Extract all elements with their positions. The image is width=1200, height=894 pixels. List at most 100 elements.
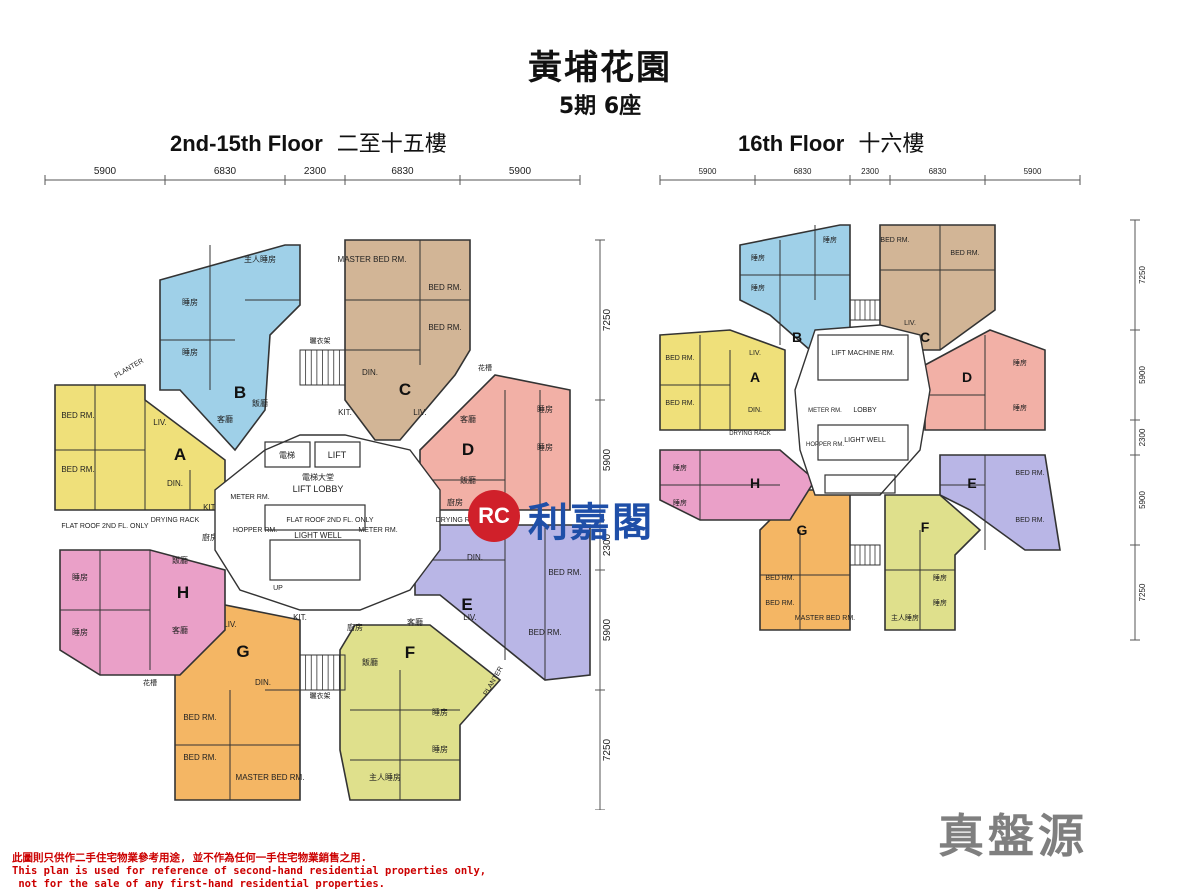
lift-label: LIFT: [328, 450, 347, 460]
dimension-label-right: 7250: [602, 738, 613, 761]
dimension-label-top: 6830: [929, 167, 947, 176]
right-plan-title: 16th Floor 十六樓: [738, 126, 924, 158]
dimension-label-top: 6830: [391, 166, 414, 177]
room-label: KIT.: [293, 613, 307, 622]
room-label: MASTER BED RM.: [338, 255, 407, 264]
room-label: 主人睡房: [244, 254, 276, 264]
right-plan-title-en: 16th Floor: [738, 131, 845, 156]
room-label: 睡房: [537, 442, 553, 452]
room-label: 飯廳: [362, 657, 378, 667]
unit-letter: C: [920, 329, 930, 345]
room-label: 睡房: [751, 253, 765, 262]
room-label: LIV.: [463, 613, 477, 622]
room-label: BED RM.: [665, 355, 694, 362]
room-label: LIV.: [749, 350, 761, 357]
dimension-label-right: 5900: [602, 448, 613, 471]
annotation-note: 花槽: [143, 678, 157, 687]
room-label: BED RM.: [183, 713, 216, 722]
dimension-label-right: 5900: [602, 618, 613, 641]
staircase: [849, 299, 881, 321]
block-subtitle: 5期 6座: [558, 94, 642, 119]
room-label: BED RM.: [950, 250, 979, 257]
light-well-label: LIGHT WELL: [294, 531, 342, 540]
room-label: MASTER BED RM.: [795, 615, 855, 622]
room-label: 睡房: [673, 498, 687, 507]
stair-outline: [299, 654, 346, 691]
room-label: BED RM.: [665, 400, 694, 407]
light-well-label: LIGHT WELL: [844, 437, 886, 444]
room-label: 睡房: [1013, 358, 1027, 367]
room-label: 廚房: [202, 532, 218, 542]
light-well-box: [264, 504, 366, 531]
staircase: [849, 544, 881, 566]
room-label: BED RM.: [61, 465, 94, 474]
dimension-label-top: 5900: [699, 167, 717, 176]
room-label: LIV.: [413, 408, 427, 417]
dimension-label-right: 2300: [602, 533, 613, 556]
unit-letter: F: [405, 643, 415, 662]
drying-rack-label: DRYING RACK: [729, 431, 771, 437]
room-label: DIN.: [467, 553, 483, 562]
dimension-label-top: 6830: [794, 167, 812, 176]
room-label: KIT.: [203, 503, 217, 512]
room-label: 睡房: [72, 627, 88, 637]
stair-core: [824, 474, 896, 494]
unit-letter: A: [174, 445, 186, 464]
unit-letter: G: [236, 642, 249, 661]
annotation-note: 曬衣架: [310, 336, 331, 345]
unit-letter: E: [461, 595, 472, 614]
unit-letter: H: [177, 583, 189, 602]
room-label: 客廳: [172, 625, 188, 635]
room-label: BED RM.: [765, 600, 794, 607]
logo-text: 利嘉閣: [528, 499, 654, 546]
room-label: BED RM.: [1015, 517, 1044, 524]
lift-lobby-label: LIFT LOBBY: [293, 484, 344, 494]
room-label: BED RM.: [1015, 470, 1044, 477]
room-label: 睡房: [72, 572, 88, 582]
room-label: DIN.: [255, 678, 271, 687]
dimension-label-top: 5900: [1024, 167, 1042, 176]
room-label: BED RM.: [880, 237, 909, 244]
unit-letter: B: [792, 329, 802, 345]
drying-rack-right-label: DRYING RACK: [436, 517, 485, 524]
hopper-room-label: HOPPER RM.: [806, 442, 844, 448]
staircase: [299, 349, 346, 386]
flat-roof-left-label: FLAT ROOF 2ND FL. ONLY: [61, 523, 148, 530]
lift-label-zh: 電梯: [279, 450, 295, 460]
lift-shaft: [264, 441, 311, 468]
right-plan-title-zh: 十六樓: [858, 132, 925, 157]
disclaimer-en-1: This plan is used for reference of secon…: [12, 865, 487, 877]
drying-rack-label: DRYING RACK: [151, 517, 200, 524]
logo-mark: RC: [468, 490, 520, 542]
meter-room-label-2: METER RM.: [358, 527, 397, 534]
disclaimer-zh: 此圖則只供作二手住宅物業參考用途, 並不作為任何一手住宅物業銷售之用.: [12, 852, 367, 864]
room-label: 睡房: [537, 404, 553, 414]
left-plan-title-en: 2nd-15th Floor: [170, 131, 323, 156]
room-label: LIV.: [904, 320, 916, 327]
room-label: BED RM.: [61, 411, 94, 420]
lobby-label: LOBBY: [853, 407, 877, 414]
dimension-label-right: 7250: [1138, 266, 1147, 284]
lift-shaft-2: [314, 441, 361, 468]
unit-area-F: [339, 624, 502, 801]
meter-room-label: METER RM.: [808, 408, 842, 414]
room-label: 飯廳: [172, 555, 188, 565]
unit-letter: D: [962, 369, 972, 385]
stair-outline: [849, 299, 881, 321]
room-label: 客廳: [407, 617, 423, 627]
room-label: 睡房: [751, 283, 765, 292]
unit-letter: H: [750, 475, 760, 491]
agency-logo: RC 利嘉閣: [468, 490, 708, 550]
unit-H: H睡房睡房客廳飯廳廚房: [59, 532, 226, 676]
room-label: BED RM.: [183, 753, 216, 762]
dimension-label-top: 2300: [304, 166, 327, 177]
unit-letter: G: [797, 522, 808, 538]
